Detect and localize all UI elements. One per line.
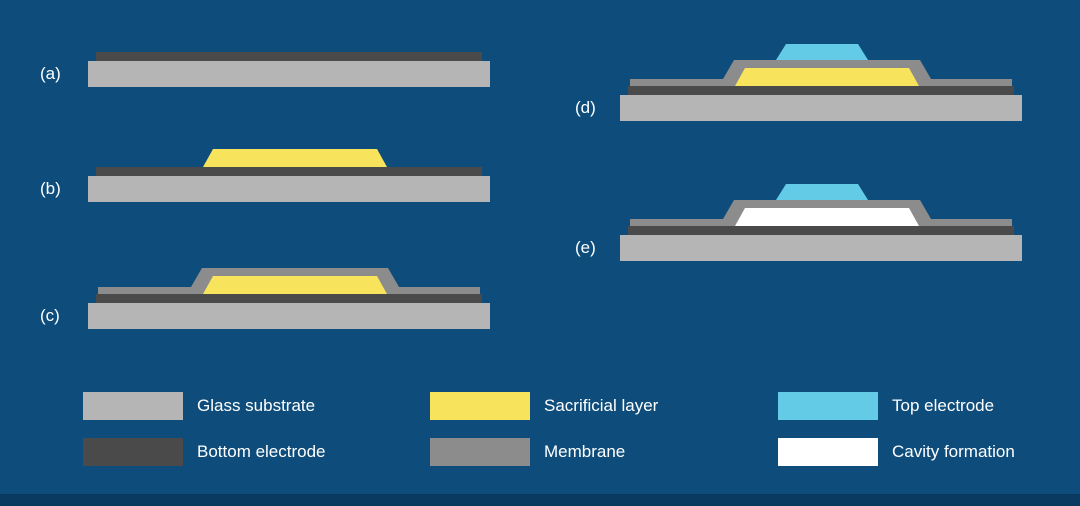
- legend-label: Top electrode: [892, 396, 995, 415]
- cavity-formation-swatch: [778, 438, 878, 466]
- footer-bar: [0, 494, 1080, 506]
- top-electrode-swatch: [778, 392, 878, 420]
- top-electrode-layer: [776, 44, 868, 60]
- glass-substrate-layer: [88, 176, 490, 202]
- legend-item-top-electrode: Top electrode: [778, 392, 1015, 420]
- bottom-electrode-layer: [628, 86, 1014, 95]
- glass-substrate-layer: [88, 61, 490, 87]
- bottom-electrode-layer: [628, 226, 1014, 235]
- legend-label: Membrane: [544, 442, 626, 461]
- step-c-diagram: [88, 268, 490, 329]
- legend-item-sacrificial-layer: Sacrificial layer: [430, 392, 778, 420]
- step-e-label: (e): [575, 238, 596, 257]
- legend-label: Glass substrate: [197, 396, 316, 415]
- bottom-electrode-layer: [96, 52, 482, 61]
- step-c: (c): [40, 242, 490, 330]
- step-b-label: (b): [40, 179, 61, 198]
- sacrificial-layer-swatch: [430, 392, 530, 420]
- sacrificial-layer-shape: [203, 276, 387, 294]
- legend-item-membrane: Membrane: [430, 438, 778, 466]
- step-e: (e): [575, 174, 1022, 262]
- step-d-label: (d): [575, 98, 596, 117]
- step-c-label: (c): [40, 306, 60, 325]
- step-b-diagram: [88, 149, 490, 202]
- top-electrode-layer: [776, 184, 868, 200]
- glass-substrate-layer: [88, 303, 490, 329]
- step-a-label: (a): [40, 64, 61, 83]
- glass-substrate-layer: [620, 95, 1022, 121]
- glass-substrate-swatch: [83, 392, 183, 420]
- legend-label: Cavity formation: [892, 442, 1015, 461]
- step-a: (a): [40, 0, 490, 88]
- legend-label: Bottom electrode: [197, 442, 326, 461]
- bottom-electrode-swatch: [83, 438, 183, 466]
- bottom-electrode-layer: [96, 167, 482, 176]
- sacrificial-layer-shape: [203, 149, 387, 167]
- bottom-electrode-layer: [96, 294, 482, 303]
- step-a-diagram: [88, 52, 490, 87]
- legend-item-cavity-formation: Cavity formation: [778, 438, 1015, 466]
- step-e-diagram: [620, 184, 1022, 261]
- glass-substrate-layer: [620, 235, 1022, 261]
- legend: Glass substrate Bottom electrode Sacrifi…: [83, 392, 1015, 466]
- step-d: (d): [575, 34, 1022, 122]
- step-d-diagram: [620, 44, 1022, 121]
- legend-label: Sacrificial layer: [544, 396, 659, 415]
- membrane-swatch: [430, 438, 530, 466]
- sacrificial-layer-shape: [735, 68, 919, 86]
- step-b: (b): [40, 115, 490, 203]
- cavity-shape: [735, 208, 919, 226]
- legend-item-glass-substrate: Glass substrate: [83, 392, 430, 420]
- legend-item-bottom-electrode: Bottom electrode: [83, 438, 430, 466]
